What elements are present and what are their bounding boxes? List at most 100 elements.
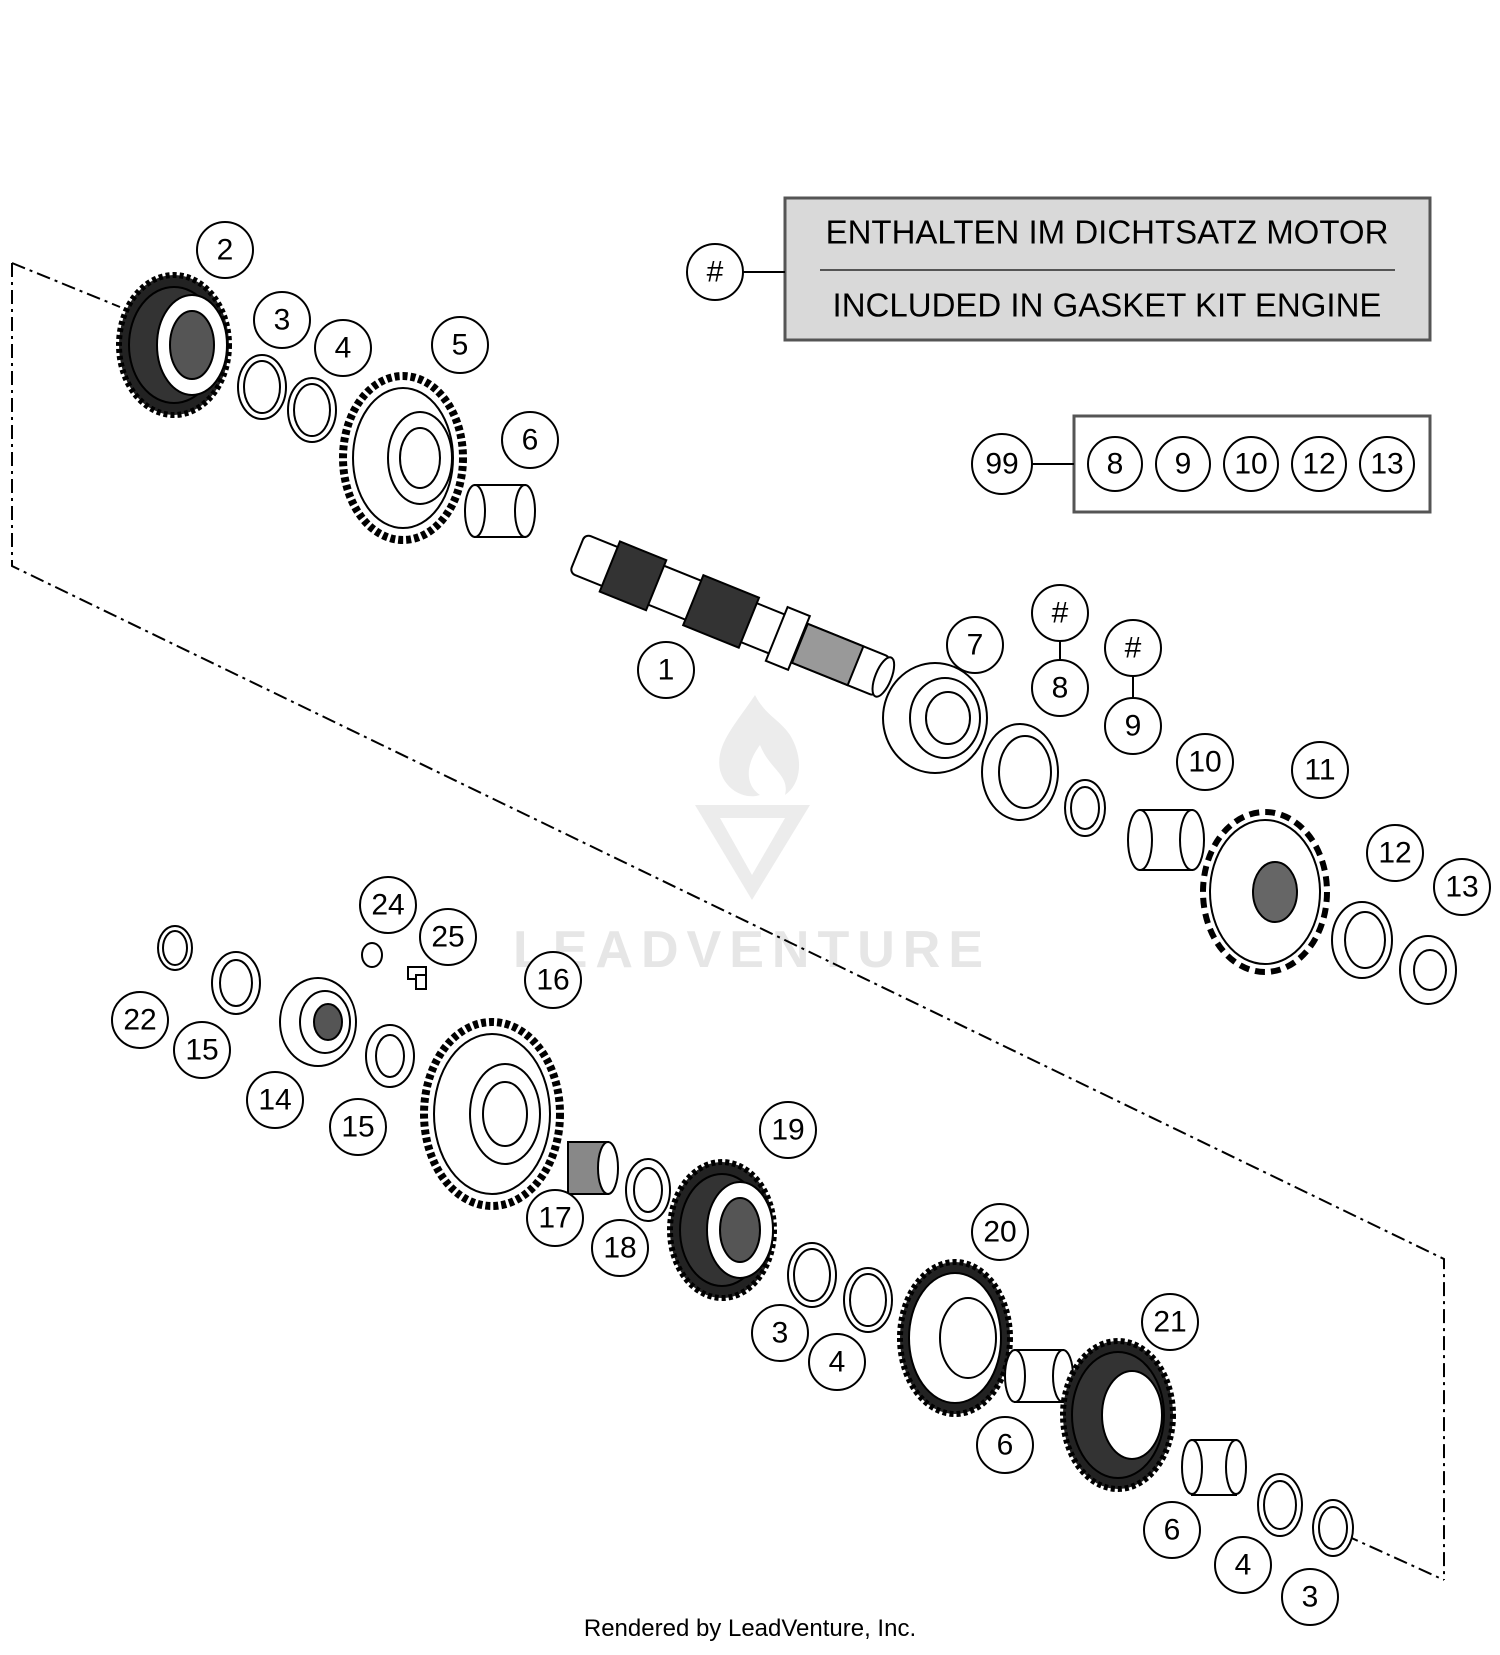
bearing-part-14 <box>279 977 357 1067</box>
svg-text:3: 3 <box>772 1317 789 1350</box>
svg-text:10: 10 <box>1188 746 1221 779</box>
needle-bearing-part-17 <box>567 1141 619 1195</box>
gear-part-16 <box>420 1018 564 1210</box>
svg-text:11: 11 <box>1304 754 1335 787</box>
sprocket-part-11 <box>1200 809 1330 975</box>
svg-text:#: # <box>1125 632 1142 665</box>
svg-text:9: 9 <box>1175 448 1192 481</box>
assembly-outline <box>11 262 1445 1581</box>
callout-19: 19 <box>759 1101 817 1159</box>
gear-part-5 <box>339 372 467 544</box>
svg-text:13: 13 <box>1445 871 1478 904</box>
svg-text:6: 6 <box>997 1429 1014 1462</box>
svg-text:12: 12 <box>1378 837 1411 870</box>
svg-text:4: 4 <box>829 1346 846 1379</box>
callout-2: 2 <box>196 221 254 279</box>
parts <box>116 272 1457 1557</box>
callout-16: 16 <box>524 951 582 1009</box>
gear-part-20 <box>897 1259 1013 1417</box>
kit-item-callout: 9 <box>1155 436 1211 492</box>
svg-text:4: 4 <box>335 332 352 365</box>
bearing-part-7 <box>882 662 988 774</box>
callout-18: 18 <box>591 1219 649 1277</box>
callout-11: 11 <box>1291 741 1349 799</box>
callout-9: 9 <box>1104 697 1162 755</box>
svg-text:3: 3 <box>1302 1581 1319 1614</box>
svg-text:16: 16 <box>536 964 569 997</box>
callout-4: 4 <box>314 319 372 377</box>
v-logo-icon <box>695 805 810 900</box>
callout-4: 4 <box>1214 1536 1272 1594</box>
svg-text:#: # <box>707 256 724 289</box>
callout-4: 4 <box>808 1333 866 1391</box>
callout-13: 13 <box>1433 858 1491 916</box>
svg-text:25: 25 <box>431 921 464 954</box>
washer-part-24 <box>361 942 383 968</box>
callout-3: 3 <box>751 1304 809 1362</box>
svg-text:7: 7 <box>967 629 984 662</box>
svg-text:5: 5 <box>452 329 469 362</box>
callout-22: 22 <box>111 991 169 1049</box>
gear-part-21 <box>1060 1338 1176 1492</box>
svg-text:4: 4 <box>1235 1549 1252 1582</box>
seal-part-8 <box>981 723 1059 821</box>
callout-1: 1 <box>637 641 695 699</box>
callout-6: 6 <box>501 411 559 469</box>
svg-text:21: 21 <box>1153 1306 1186 1339</box>
svg-text:15: 15 <box>185 1034 218 1067</box>
callout-25: 25 <box>419 908 477 966</box>
svg-text:6: 6 <box>1164 1514 1181 1547</box>
kit-item-callout: 10 <box>1223 436 1279 492</box>
callout-17: 17 <box>526 1189 584 1247</box>
callout-24: 24 <box>359 876 417 934</box>
legend-line-english: INCLUDED IN GASKET KIT ENGINE <box>833 287 1382 324</box>
callouts: 1 2 3 4 5 6 7 # 8 # 9 10 11 12 13 14 15 … <box>111 221 1491 1626</box>
bushing-part-6 <box>464 484 536 538</box>
callout-6: 6 <box>976 1416 1034 1474</box>
callout-3: 3 <box>1281 1568 1339 1626</box>
svg-text:20: 20 <box>983 1216 1016 1249</box>
kit-box: 99 8 9 10 12 13 <box>971 414 1432 514</box>
leadventure-watermark: LEADVENTURE <box>513 695 991 979</box>
svg-text:24: 24 <box>371 889 404 922</box>
callout-12: 12 <box>1366 824 1424 882</box>
svg-text:15: 15 <box>341 1111 374 1144</box>
svg-text:17: 17 <box>538 1202 571 1235</box>
callout-hash-9: # <box>1104 619 1162 677</box>
marker-leaders <box>1059 641 1134 700</box>
svg-text:8: 8 <box>1052 672 1069 705</box>
kit-item-callout: 13 <box>1359 436 1415 492</box>
legend-line-german: ENTHALTEN IM DICHTSATZ MOTOR <box>826 214 1389 251</box>
svg-text:3: 3 <box>274 304 291 337</box>
svg-text:22: 22 <box>123 1004 156 1037</box>
callout-8: 8 <box>1031 659 1089 717</box>
kit-item-callout: 8 <box>1087 436 1143 492</box>
callout-10: 10 <box>1176 733 1234 791</box>
svg-text:12: 12 <box>1302 448 1335 481</box>
callout-3: 3 <box>253 291 311 349</box>
bushing-part-6 <box>1004 1349 1074 1403</box>
bushing-part-10 <box>1127 809 1205 871</box>
svg-text:99: 99 <box>985 448 1018 481</box>
footer-credit: Rendered by LeadVenture, Inc. <box>583 1615 917 1642</box>
gear-part-19 <box>667 1159 777 1301</box>
watermark-text: LEADVENTURE <box>513 921 991 979</box>
kit-number-callout: 99 <box>971 433 1033 495</box>
callout-20: 20 <box>971 1203 1029 1261</box>
callout-hash-8: # <box>1031 584 1089 642</box>
svg-text:13: 13 <box>1370 448 1403 481</box>
callout-5: 5 <box>431 316 489 374</box>
svg-text:18: 18 <box>603 1232 636 1265</box>
svg-text:9: 9 <box>1125 710 1142 743</box>
svg-text:19: 19 <box>771 1114 804 1147</box>
gear-part-2 <box>116 272 232 418</box>
callout-7: 7 <box>946 616 1004 674</box>
nut-part-13 <box>1399 935 1457 1005</box>
main-shaft <box>570 534 896 698</box>
svg-text:#: # <box>1052 597 1069 630</box>
svg-text:1: 1 <box>658 654 675 687</box>
kit-item-callout: 12 <box>1291 436 1347 492</box>
svg-text:2: 2 <box>217 234 234 267</box>
svg-text:14: 14 <box>258 1084 291 1117</box>
